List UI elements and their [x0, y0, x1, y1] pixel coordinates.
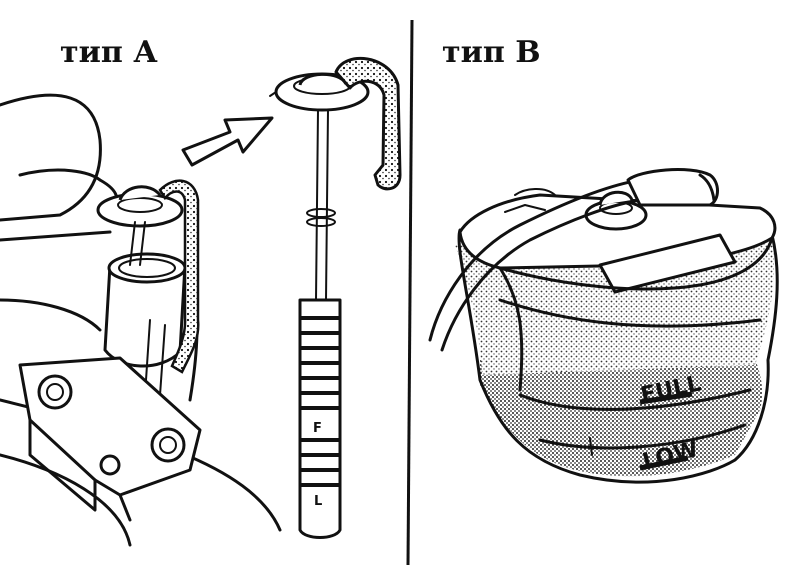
- panel-b-title: тип В: [442, 35, 541, 70]
- insertion-arrow: [181, 116, 274, 167]
- engine-block-illustration: [0, 93, 282, 547]
- panel-divider: [406, 19, 414, 566]
- dipstick: F L: [269, 57, 402, 539]
- panel-a-title: тип А: [60, 35, 158, 70]
- panel-b: тип В: [428, 35, 779, 484]
- coolant-reservoir-illustration: [428, 168, 779, 484]
- panel-a: тип А: [0, 35, 402, 547]
- dipstick-graduations: [300, 316, 340, 487]
- dipstick-mark-l: L: [314, 494, 322, 509]
- dipstick-mark-f: F: [313, 421, 322, 436]
